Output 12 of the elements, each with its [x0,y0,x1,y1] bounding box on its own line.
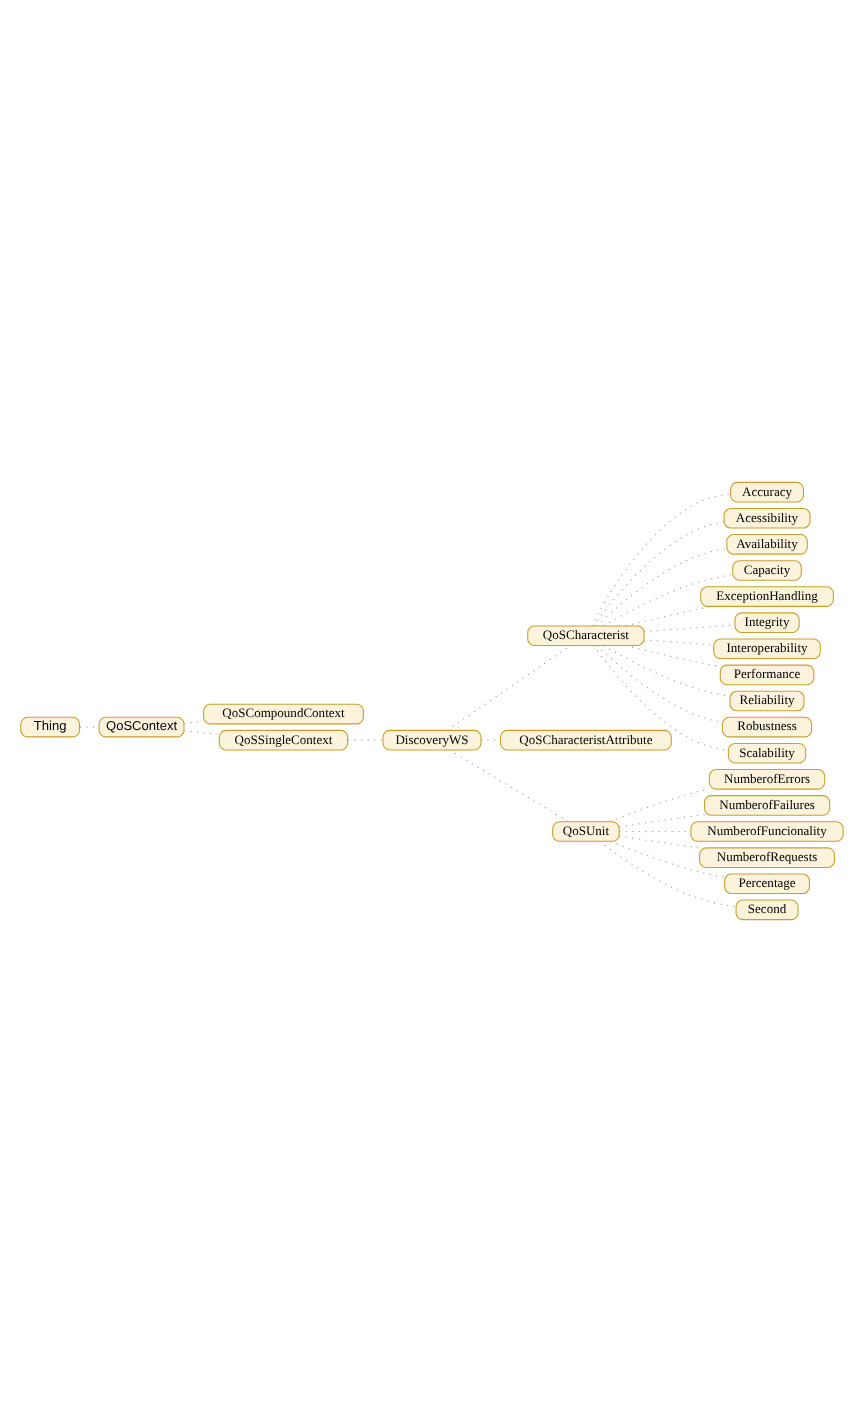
connector [618,813,705,828]
connector [603,645,731,697]
connector [596,645,723,723]
connector [449,749,569,823]
connector [593,521,725,627]
connector [591,493,732,627]
connector [643,624,736,633]
connector [183,720,204,724]
connector [593,645,729,752]
connector [446,645,572,731]
connector [79,726,100,728]
connector [625,605,713,627]
